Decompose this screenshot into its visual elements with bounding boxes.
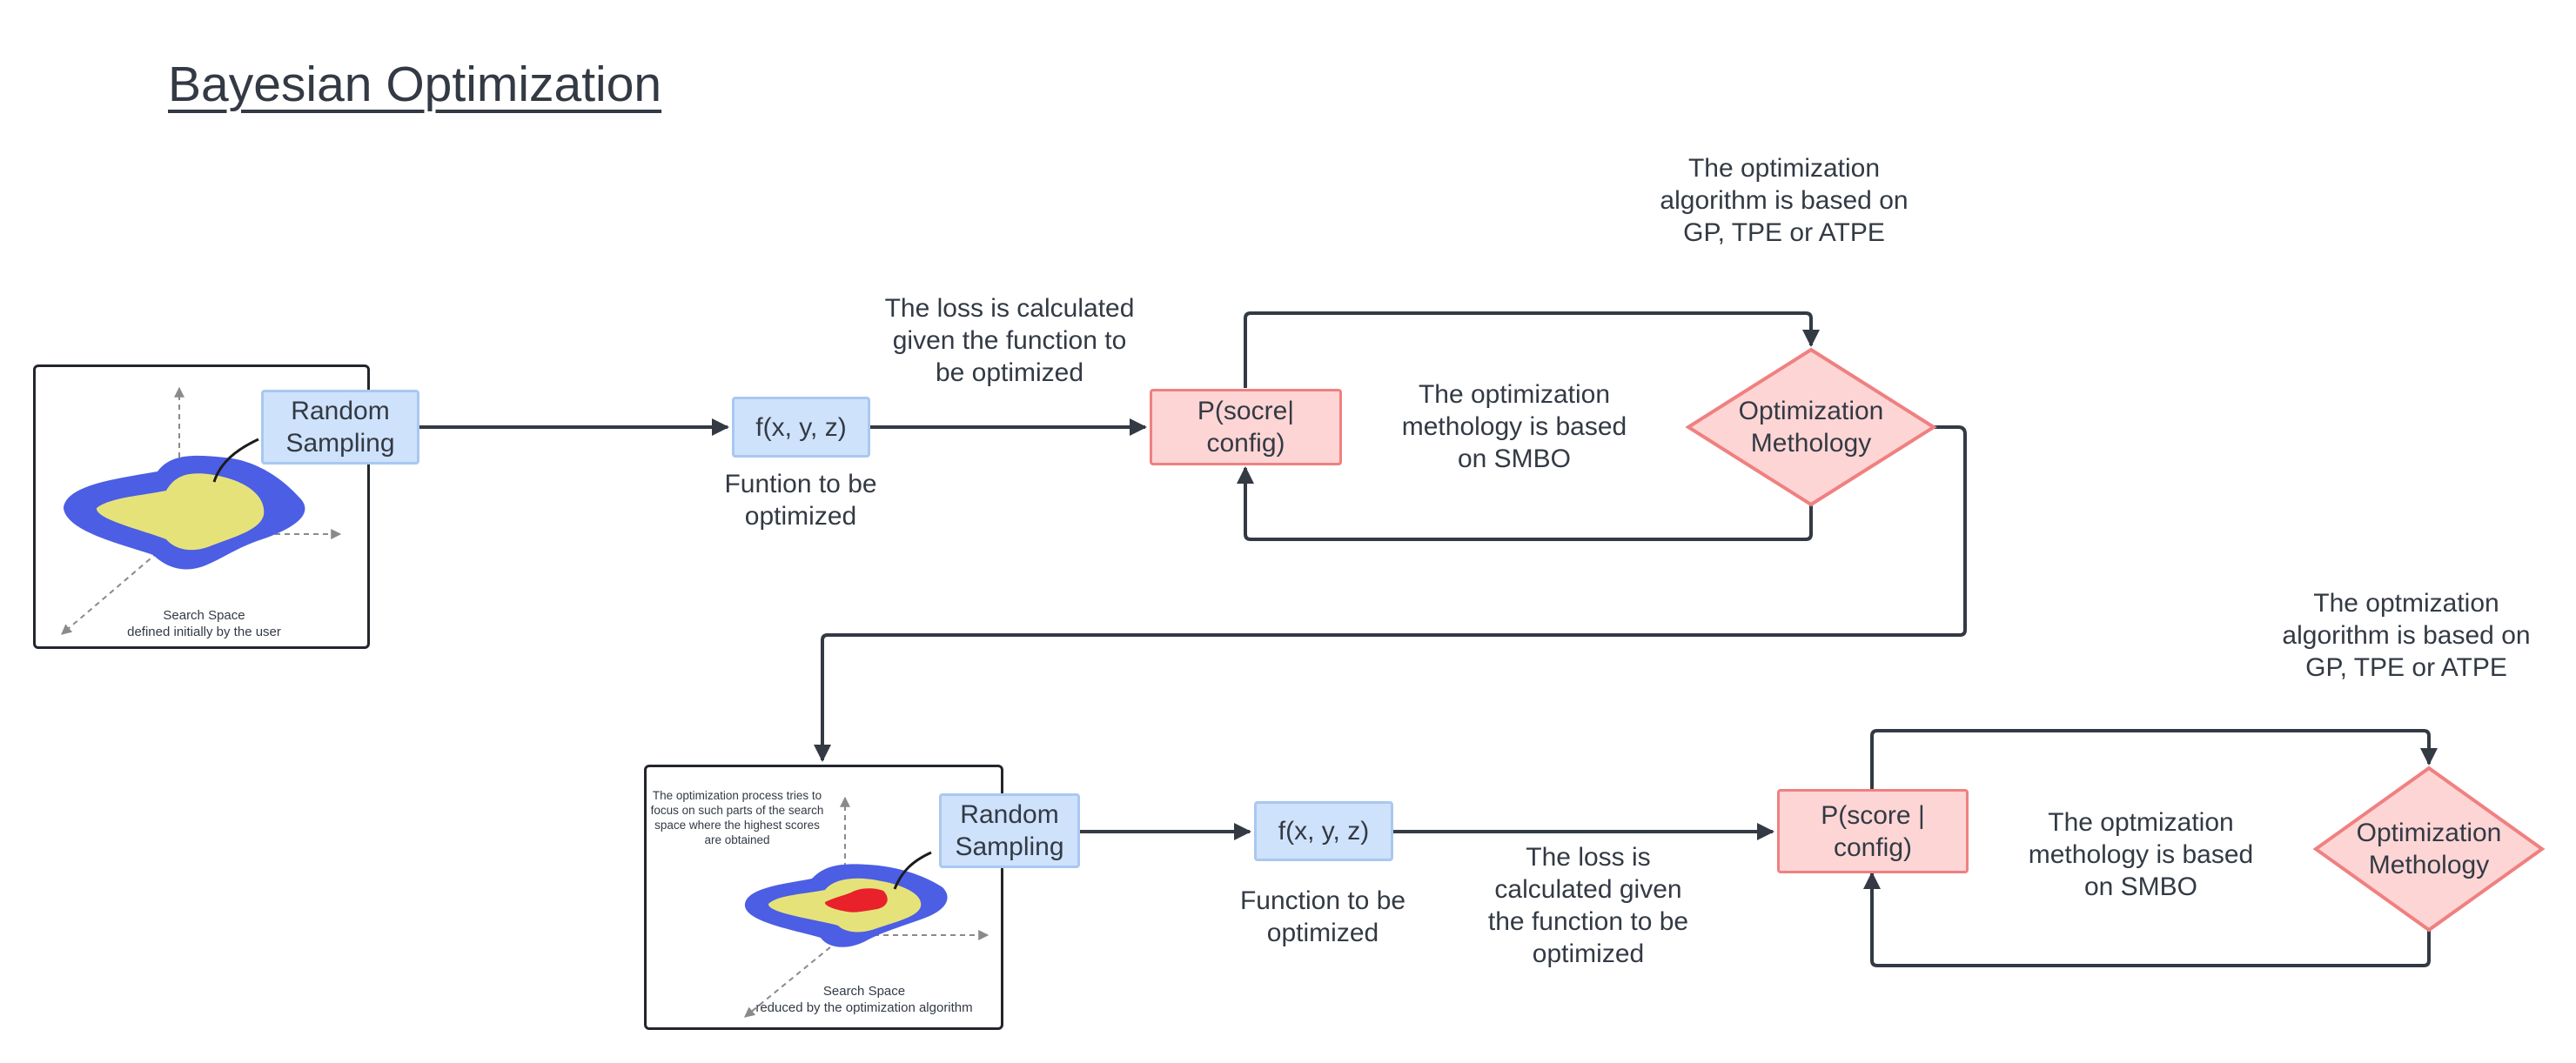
algorithm-caption-2: The optmization algorithm is based on GP… (2282, 589, 2531, 682)
probability-box-label-1: P(socre| config) (1197, 397, 1295, 458)
smbo-caption-1: The optimization methology is based on S… (1401, 380, 1627, 473)
diamond-label-1: Optimization Methology (1738, 397, 1884, 458)
random-sampling-box-2: Random Sampling (939, 793, 1080, 868)
loop-bottom-diamond-to-prob-2 (1863, 872, 2431, 967)
pointer-line-2 (893, 851, 932, 890)
optimization-methology-diamond-1 (1685, 347, 1937, 507)
function-box-label-1: f(x, y, z) (755, 412, 847, 442)
smbo-caption-2: The optmization methology is based on SM… (2028, 808, 2254, 901)
panel-caption-line2-2: reduced by the optimization algorithm (755, 1000, 973, 1015)
panel-caption-1: Search Space defined initially by the us… (70, 607, 338, 640)
panel-caption-line1-1: Search Space (163, 608, 245, 623)
panel-caption-line2-1: defined initially by the user (127, 625, 281, 639)
connector-row1-to-row2 (814, 425, 1967, 762)
panel-caption-2: Search Space reduced by the optimization… (734, 983, 995, 1016)
random-sampling-box-1: Random Sampling (261, 390, 419, 465)
function-caption-1: Funtion to be optimized (724, 470, 877, 531)
page-title: Bayesian Optimization (168, 57, 662, 112)
function-box-1: f(x, y, z) (732, 397, 870, 458)
loop-top-prob-to-diamond-1 (1244, 311, 1820, 388)
function-caption-2: Function to be optimized (1239, 886, 1406, 947)
probability-box-label-2: P(score | config) (1821, 800, 1925, 862)
search-space-illustration-1 (61, 386, 342, 635)
panel-note-2: The optimization process tries to focus … (650, 789, 824, 846)
pointer-line-1 (212, 438, 259, 483)
loss-caption-1: The loss is calculated given the functio… (884, 294, 1135, 387)
algorithm-caption-1: The optimization algorithm is based on G… (1660, 154, 1909, 247)
random-sampling-label-2: Random Sampling (955, 800, 1064, 861)
search-space-illustration-2 (744, 796, 989, 1018)
panel-caption-line1-2: Search Space (822, 984, 906, 999)
function-box-label-2: f(x, y, z) (1278, 817, 1370, 846)
loop-bottom-diamond-to-prob-1 (1237, 466, 1813, 541)
probability-box-1: P(socre| config) (1150, 389, 1342, 465)
function-box-2: f(x, y, z) (1254, 801, 1393, 861)
search-space-hotspot-2 (824, 888, 888, 913)
search-space-blob-inner-1 (96, 473, 265, 551)
loop-top-prob-to-diamond-2 (1870, 729, 2438, 789)
diamond-label-2: Optimization Methology (2356, 819, 2502, 879)
random-sampling-label-1: Random Sampling (285, 397, 395, 458)
probability-box-2: P(score | config) (1777, 789, 1969, 873)
loss-caption-2: The loss is calculated given the functio… (1487, 843, 1689, 968)
optimization-methology-diamond-2 (2312, 765, 2546, 933)
